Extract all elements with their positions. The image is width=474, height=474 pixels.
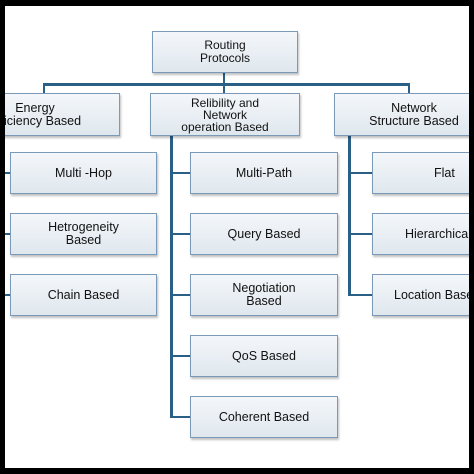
leaf-multi-path: Multi-Path [190,152,338,194]
connector-col2-trunk [170,136,173,418]
leaf-coherent-based: Coherent Based [190,396,338,438]
category-reliability-network-operation: Relibility and Network operation Based [150,93,300,136]
connector-col1-branch-2 [5,233,10,235]
root-node-routing-protocols: Routing Protocols [152,31,298,73]
leaf-flat: Flat [372,152,469,194]
connector-col1-trunk [0,136,2,296]
connector-col1-branch-3 [5,294,10,296]
leaf-multi-hop: Multi -Hop [10,152,157,194]
connector-col1-branch-1 [5,172,10,174]
connector-col2-branch-3 [170,294,190,296]
connector-cat1-drop [43,83,45,93]
category-network-structure: Network Structure Based [334,93,469,136]
connector-top-bus [44,83,410,86]
connector-cat3-drop [408,83,410,93]
leaf-qos-based: QoS Based [190,335,338,377]
connector-col2-branch-2 [170,233,190,235]
category-energy-efficiency: Energy Efficiency Based [5,93,120,136]
connector-col3-branch-2 [348,233,372,235]
leaf-query-based: Query Based [190,213,338,255]
connector-col2-branch-4 [170,355,190,357]
connector-col3-branch-3 [348,294,372,296]
connector-col3-trunk [348,136,351,296]
leaf-chain-based: Chain Based [10,274,157,316]
leaf-heterogeneity-based: Hetrogeneity Based [10,213,157,255]
connector-cat2-drop [223,83,225,93]
leaf-location-based: Location Based [372,274,469,316]
connector-col3-branch-1 [348,172,372,174]
connector-root-down [223,72,225,84]
connector-col2-branch-5 [170,416,190,418]
connector-col2-branch-1 [170,172,190,174]
leaf-negotiation-based: Negotiation Based [190,274,338,316]
leaf-hierarchical: Hierarchical [372,213,469,255]
